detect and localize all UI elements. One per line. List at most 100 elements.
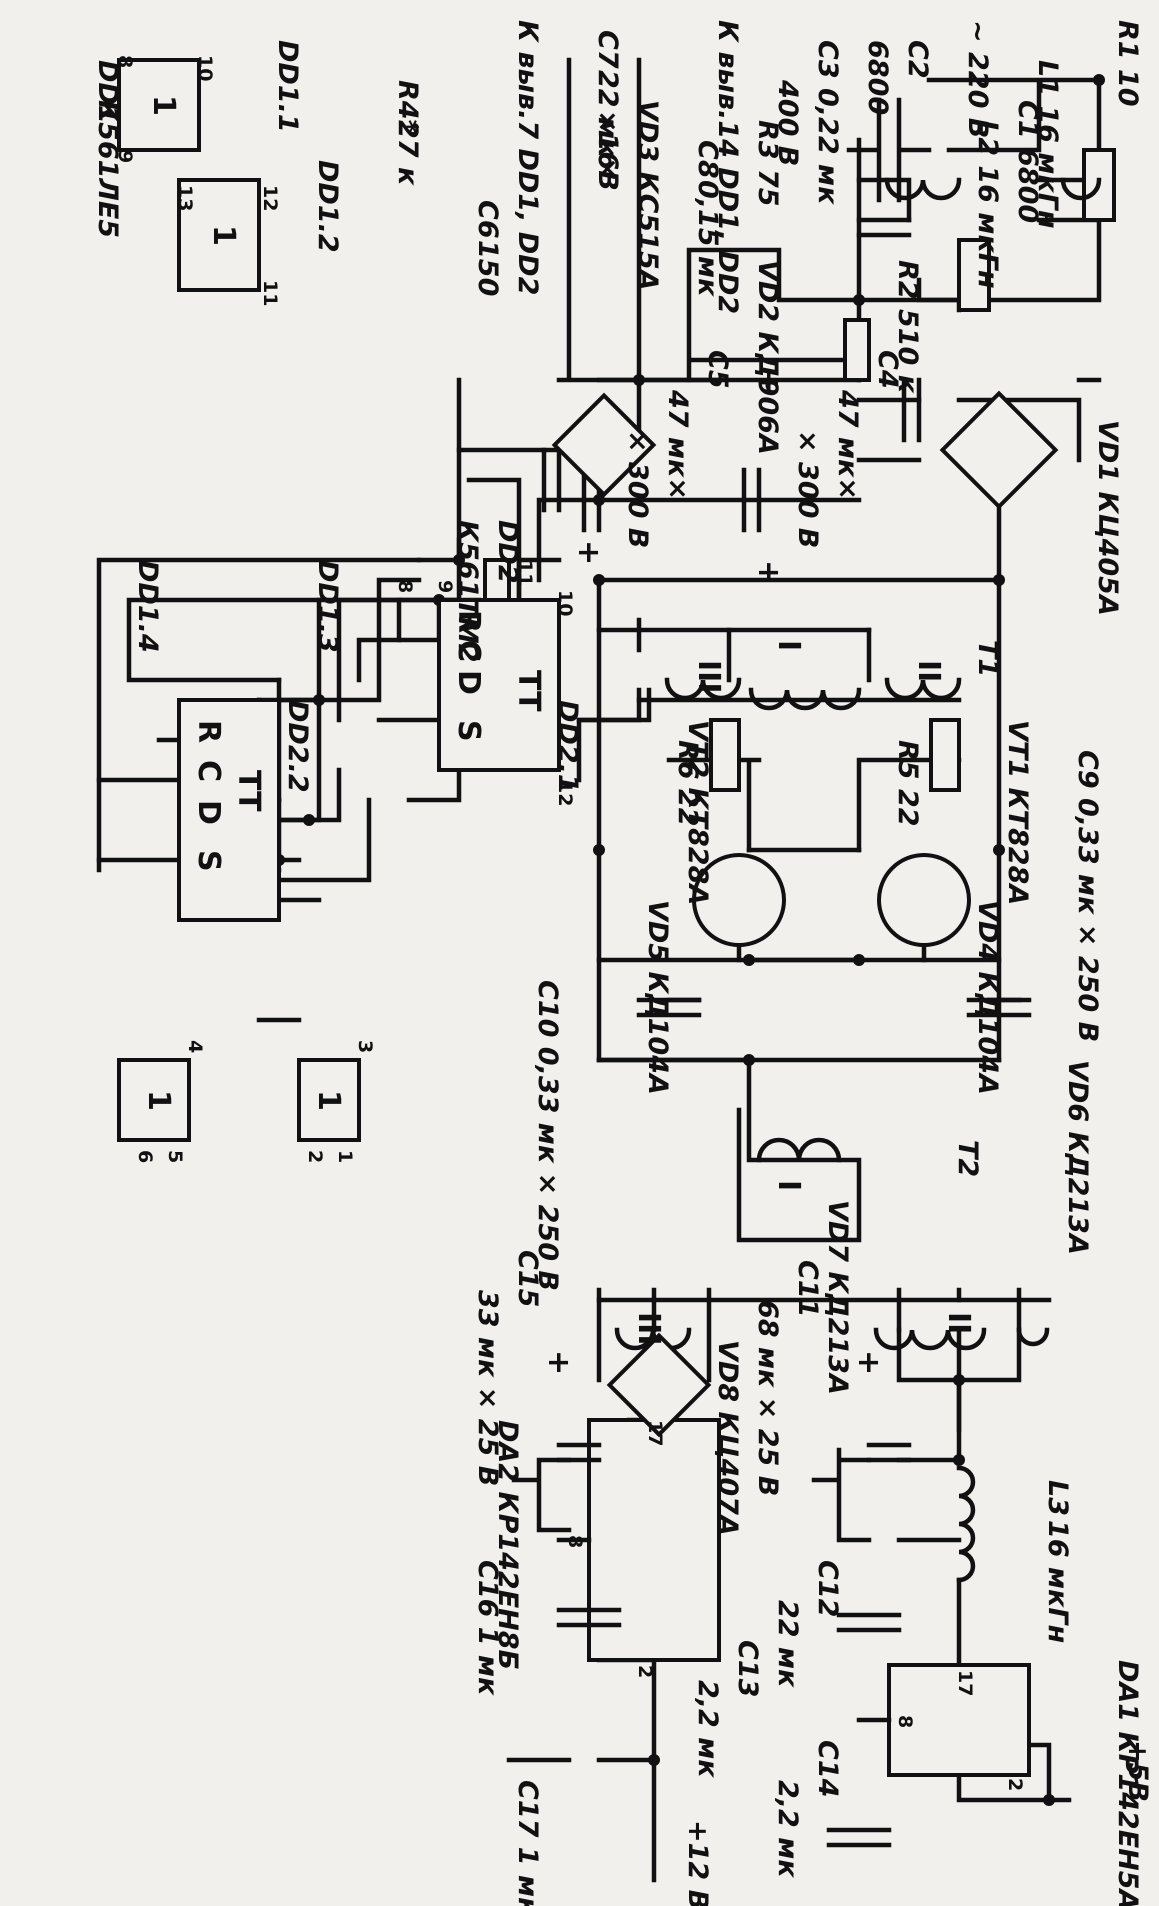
da1-pin2: 2	[1004, 1778, 1026, 1791]
capacitors	[456, 97, 1032, 1848]
vd3-label: VD3 КС515А	[632, 100, 663, 291]
ff1-c: C	[451, 640, 486, 662]
mains-label: ~ 220 В	[962, 20, 993, 138]
c7-voltage: ×16В	[592, 110, 623, 191]
logic-blocks	[117, 58, 561, 1142]
c7-value: 22 мк×	[592, 70, 623, 180]
da1-label: DA1 КР142ЕН5А	[1112, 1660, 1143, 1906]
c4-value1: 47 мк×	[832, 389, 863, 500]
dd22-label: DD2.2	[282, 700, 313, 793]
c17-label: С17 1 мк	[512, 1780, 543, 1906]
c2-value: 6800	[862, 40, 893, 115]
c11-value: 68 мк × 25 В	[752, 1300, 783, 1496]
c15-value: 33 мк × 25 В	[472, 1290, 503, 1486]
c1-label: С1 6800	[1012, 100, 1043, 223]
pin-6: 6	[134, 1150, 156, 1163]
c13-label: С13	[732, 1640, 763, 1697]
l3-name: L3	[1042, 1480, 1073, 1516]
t2-label: Т2	[952, 1140, 983, 1177]
gate-dd14-sym: 1	[141, 1090, 176, 1111]
c5-label: С5	[702, 350, 733, 389]
t1-label: Т1	[972, 640, 1003, 677]
pin-12: 12	[554, 780, 576, 806]
c5-value1: 47 мк×	[662, 389, 693, 500]
c7-plus: +	[571, 540, 606, 565]
pin-9: 9	[434, 580, 456, 593]
vt2-label: VT2 КТ828А	[682, 720, 713, 905]
ff1-tt: TT	[511, 670, 546, 712]
t1-winding2: II	[911, 660, 946, 682]
junction-dots	[273, 74, 1105, 1806]
t1-winding1: I	[771, 640, 806, 651]
vd4-label: VD4 КД104А	[972, 900, 1003, 1095]
pin-10: 10	[554, 590, 576, 616]
c11-label: С11	[792, 1260, 823, 1317]
c10-label: С10 0,33 мк × 250 В	[532, 980, 563, 1291]
l2-label: L2 16 мкГн	[972, 120, 1003, 289]
vd7-label: VD7 КД213А	[822, 1200, 853, 1395]
c9-label: С9 0,33 мк × 250 В	[1072, 750, 1103, 1042]
ff2-s: S	[191, 850, 226, 872]
c5-plus: +	[751, 560, 786, 585]
to14-label: К выв.14 DD1, DD2	[712, 20, 743, 314]
pin-3: 3	[354, 1040, 376, 1053]
c15-label: С15	[512, 1250, 543, 1307]
ff1-d: D	[451, 670, 486, 695]
inductors	[614, 177, 1102, 1583]
pin-2: 2	[304, 1150, 326, 1163]
diode-bridges	[551, 390, 1059, 1438]
plus12v-label: +12 В	[682, 1820, 713, 1906]
r2-label: R2 510 к	[892, 260, 923, 394]
r3-label: R3 75	[752, 120, 783, 207]
ff2-d: D	[191, 800, 226, 825]
pin-8: 8	[394, 580, 416, 593]
dd2-label: DD2	[492, 520, 523, 584]
gate-dd13-sym: 1	[311, 1090, 346, 1111]
ff2-r: R	[191, 720, 226, 743]
c6-label: С6	[472, 200, 503, 239]
t2-winding2: II	[941, 1312, 976, 1334]
l1-label: L1 16 мкГн	[1032, 60, 1063, 229]
labels: +5В DA1 КР142ЕН5А С14 2,2 мк 2 8 17 L3 1…	[92, 20, 1153, 1906]
c12-label: С12	[812, 1560, 843, 1617]
gate-dd11-sym: 1	[146, 95, 181, 116]
r4-label: R4*	[392, 80, 423, 134]
transformer-cores	[596, 697, 1052, 1303]
pin-9b: 9	[114, 150, 136, 163]
l3-value: 16 мкГн	[1042, 1520, 1073, 1643]
vd2-label: VD2 КД906А	[752, 260, 783, 455]
ff1-r: R	[451, 610, 486, 633]
c12-value: 22 мк	[772, 1600, 803, 1688]
c8-value: 0,15 мк	[692, 180, 723, 297]
da2-pin8: 8	[564, 1535, 586, 1548]
pin-4: 4	[184, 1040, 206, 1053]
r5-label: R5 22	[892, 740, 923, 827]
da1-pin8: 8	[894, 1715, 916, 1728]
pin-8b: 8	[114, 55, 136, 68]
vd1-label: VD1 КЦ405А	[1092, 420, 1123, 616]
t2-winding3: III	[631, 1312, 666, 1346]
vt1-label: VT1 КТ828А	[1002, 720, 1033, 905]
da2-label: DA2 КР142ЕН8Б	[492, 1420, 523, 1670]
dd2-type: К561ТМ2	[452, 520, 483, 663]
da1-pin17: 17	[954, 1670, 976, 1696]
dd14-label: DD1.4	[132, 560, 163, 653]
da2-pin17: 17	[644, 1420, 666, 1446]
c4-label: С4	[872, 350, 903, 389]
plus5v-label: +5В	[1122, 1740, 1153, 1802]
pin-11: 11	[514, 560, 536, 586]
c13-value: 2,2 мк	[692, 1680, 723, 1778]
da1-regulator	[856, 1663, 1031, 1777]
c8-label: С8	[692, 140, 723, 179]
dd1-label: DD1	[92, 60, 123, 124]
c4-value2: × 300 В	[792, 430, 823, 548]
transistors	[692, 853, 971, 947]
ff1-s: S	[451, 720, 486, 742]
gate-dd12-sym: 1	[206, 225, 241, 246]
c4-plus: +	[751, 370, 786, 395]
dd21-label: DD2.1	[552, 700, 583, 793]
c14-value: 2,2 мк	[772, 1780, 803, 1878]
c15-plus: +	[541, 1350, 576, 1375]
